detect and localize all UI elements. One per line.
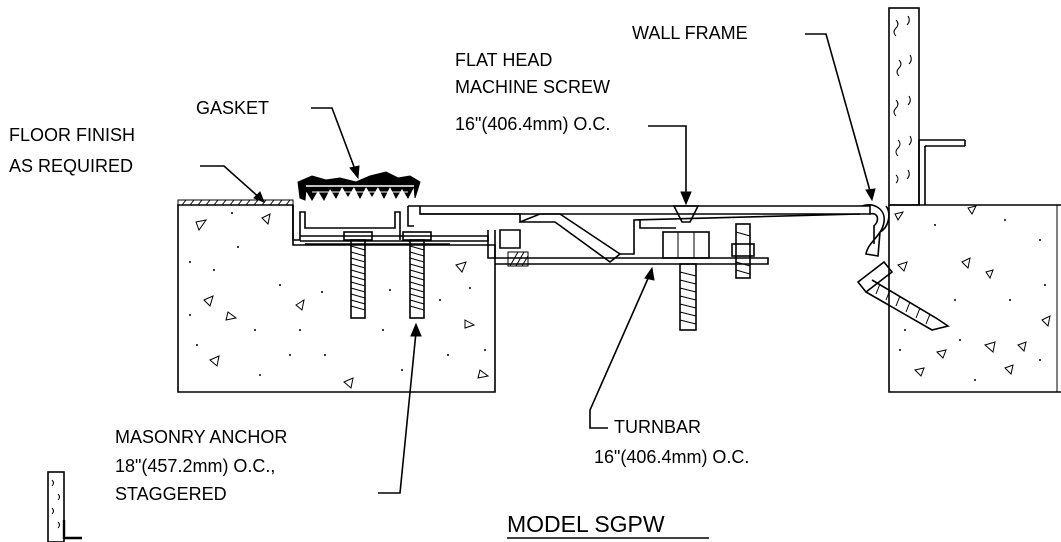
masonry-anchors xyxy=(343,231,432,319)
label-gasket: GASKET xyxy=(196,98,269,118)
wall-board xyxy=(888,7,966,206)
label-floor-finish-2: AS REQUIRED xyxy=(9,156,133,176)
callout-labels: WALL FRAME FLAT HEAD MACHINE SCREW 16"(4… xyxy=(9,23,749,504)
label-wall-frame: WALL FRAME xyxy=(632,23,748,43)
right-concrete-slab xyxy=(888,204,1061,393)
gasket xyxy=(297,171,421,202)
wall-symbol xyxy=(47,471,82,542)
label-turnbar-2: 16"(406.4mm) O.C. xyxy=(594,447,749,467)
flat-head-screw xyxy=(662,205,755,331)
model-title: MODEL SGPW xyxy=(507,511,665,537)
leaders xyxy=(200,33,876,494)
label-masonry-3: STAGGERED xyxy=(115,484,227,504)
cover-plate-assembly xyxy=(292,204,890,267)
label-masonry-2: 18"(457.2mm) O.C., xyxy=(115,456,275,476)
wall-anchor xyxy=(856,260,950,331)
label-turnbar-1: TURNBAR xyxy=(614,417,701,437)
label-flat-head-1: FLAT HEAD xyxy=(455,50,552,70)
label-flat-head-3: 16"(406.4mm) O.C. xyxy=(455,114,610,134)
drawing-title: MODEL SGPW xyxy=(507,511,709,539)
label-floor-finish-1: FLOOR FINISH xyxy=(9,125,135,145)
label-flat-head-2: MACHINE SCREW xyxy=(455,77,610,97)
label-masonry-1: MASONRY ANCHOR xyxy=(115,427,287,447)
